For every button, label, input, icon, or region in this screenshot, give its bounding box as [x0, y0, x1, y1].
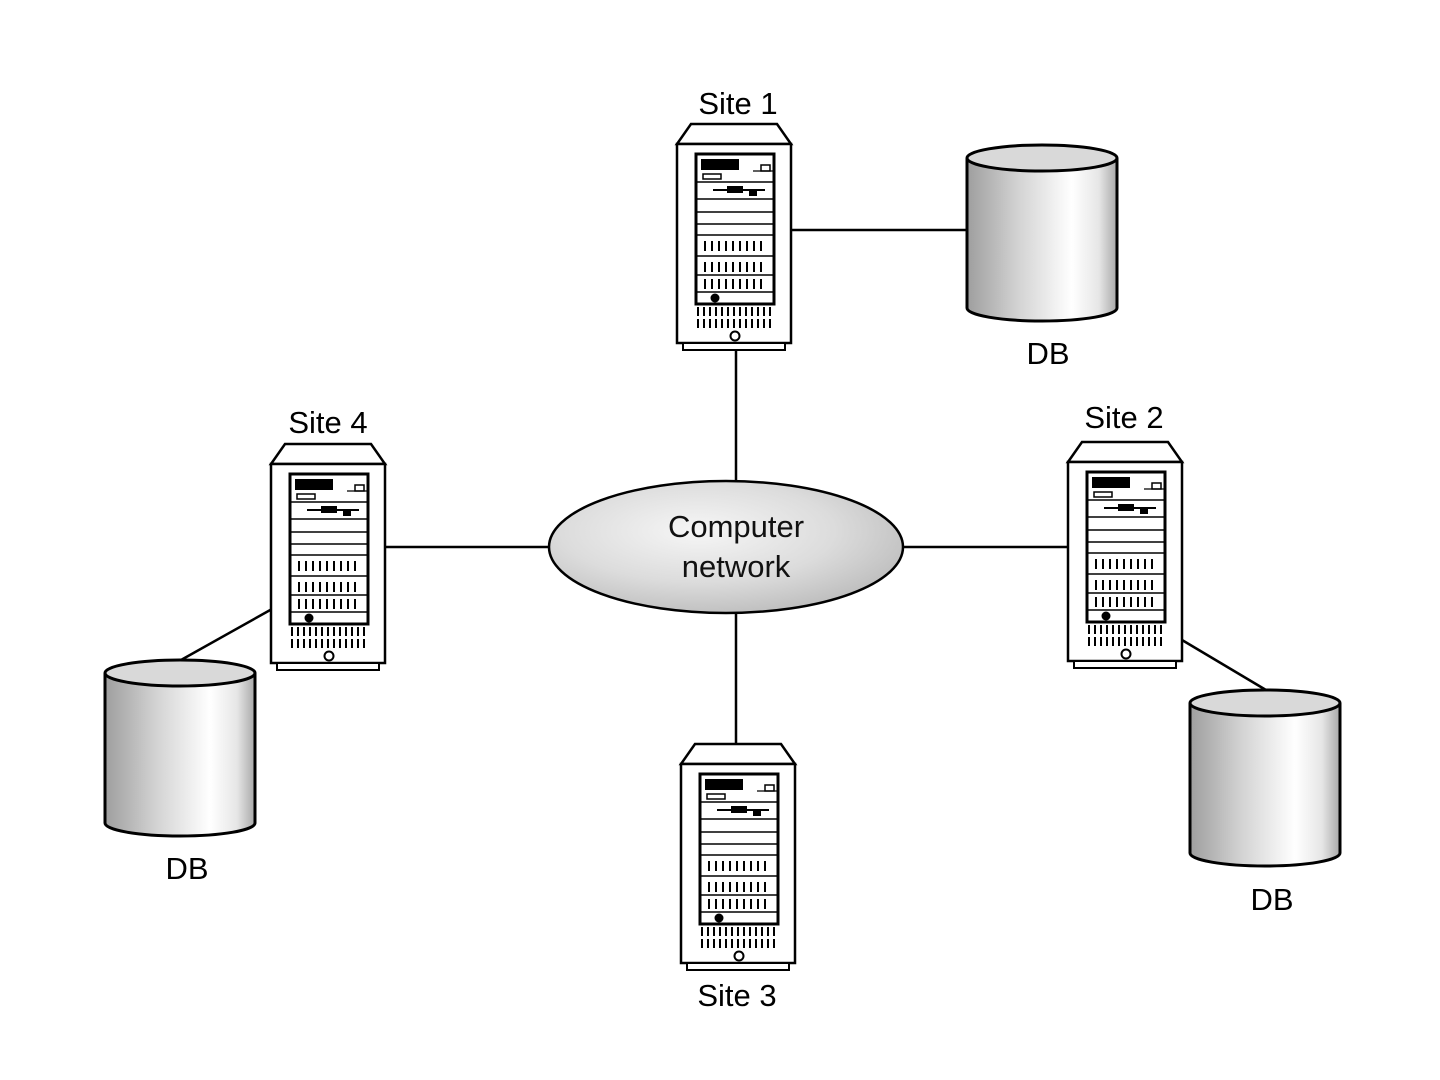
site-1[interactable]: Site 1 DB [675, 86, 1119, 371]
site-4-db[interactable]: DB [103, 658, 257, 886]
site-4-server-icon [269, 442, 387, 672]
site-1-db[interactable]: DB [965, 143, 1119, 371]
computer-network-node[interactable]: Computer network [547, 479, 905, 615]
network-cloud-icon [547, 479, 905, 615]
site-2-server-icon [1066, 440, 1184, 670]
network-label-line1: Computer [668, 509, 804, 544]
site-4-db-label: DB [165, 851, 208, 886]
site-3-label: Site 3 [697, 978, 776, 1013]
network-label-line2: network [682, 549, 791, 584]
site-3-server-icon [679, 742, 797, 972]
link-site4-db [180, 607, 273, 662]
site-1-db-label: DB [1026, 336, 1069, 371]
site-1-database-icon [965, 143, 1119, 323]
site-4[interactable]: Site 4 DB [103, 405, 387, 886]
site-2-db-label: DB [1250, 882, 1293, 917]
link-site2-db [1181, 638, 1267, 692]
site-2-db[interactable]: DB [1188, 688, 1342, 917]
site-4-label: Site 4 [288, 405, 367, 440]
site-3[interactable]: Site 3 [679, 742, 797, 1013]
site-1-label: Site 1 [698, 86, 777, 121]
site-4-database-icon [103, 658, 257, 838]
site-2-label: Site 2 [1084, 400, 1163, 435]
connections [180, 228, 1267, 744]
site-2[interactable]: Site 2 DB [1066, 400, 1342, 917]
site-2-database-icon [1188, 688, 1342, 868]
site-1-server-icon [675, 122, 793, 352]
